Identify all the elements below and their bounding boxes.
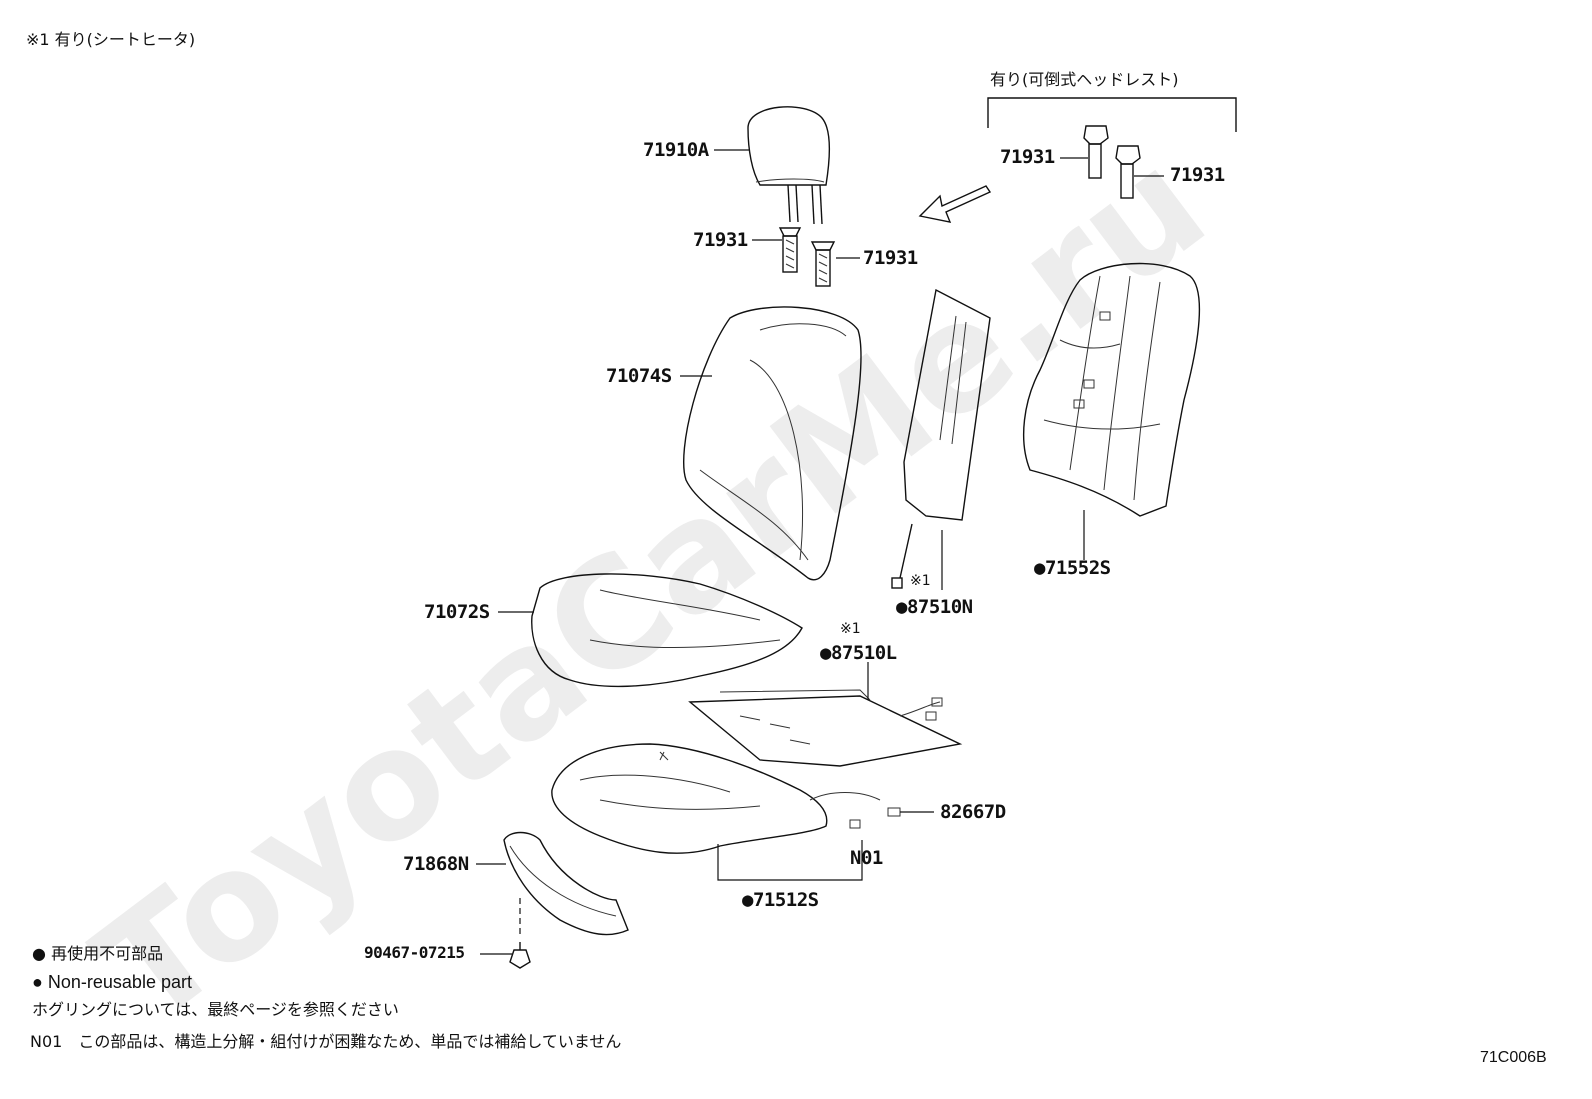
seat-heater-back-drawing <box>891 288 991 590</box>
legend-bullet: ● <box>32 972 43 992</box>
part-label-71868n[interactable]: 71868N <box>403 853 469 875</box>
folding-support-drawing <box>987 97 1237 199</box>
legend-jp: ● 再使用不可部品 <box>32 944 164 963</box>
seatback-pad-drawing <box>1022 262 1201 560</box>
part-label-n01[interactable]: N01 <box>850 847 883 869</box>
headrest-support-drawing <box>778 227 836 287</box>
part-label-87510l[interactable]: ●87510L <box>820 642 897 664</box>
legend-bullet: ● <box>32 944 46 963</box>
headrest-drawing <box>747 106 830 225</box>
part-label-71552s[interactable]: ●71552S <box>1034 557 1111 579</box>
part-label-71931-folding-left[interactable]: 71931 <box>1000 146 1055 168</box>
part-label-87510n[interactable]: ●87510N <box>896 596 973 618</box>
part-label-71074s[interactable]: 71074S <box>606 365 672 387</box>
part-label-90467-07215[interactable]: 90467-07215 <box>364 943 465 962</box>
non-reusable-bullet: ● <box>1034 557 1045 579</box>
part-label-71931-left[interactable]: 71931 <box>693 229 748 251</box>
cushion-shield-drawing <box>503 831 629 938</box>
hog-ring-note: ホグリングについては、最終ページを参照ください <box>32 1000 399 1019</box>
clip-drawing <box>509 942 531 969</box>
svg-text:ToyotaCarMe.ru: ToyotaCarMe.ru <box>67 117 1236 1058</box>
part-label-71072s[interactable]: 71072S <box>424 601 490 623</box>
ref-mark-87510n: ※1 <box>910 573 931 589</box>
non-reusable-bullet: ● <box>742 889 753 911</box>
drawing-code: 71C006B <box>1480 1049 1547 1066</box>
leader-lines <box>476 149 1164 955</box>
non-reusable-bullet: ● <box>896 596 907 618</box>
watermark: ToyotaCarMe.ru <box>67 117 1236 1058</box>
seat-heater-cushion-drawing <box>688 662 963 767</box>
legend-en: ● Non-reusable part <box>32 972 192 992</box>
n01-note: N01 この部品は、構造上分解・組付けが困難なため、単品では補給していません <box>30 1032 622 1051</box>
direction-arrow <box>918 185 992 223</box>
part-label-71931-folding-right[interactable]: 71931 <box>1170 164 1225 186</box>
part-label-71931-right[interactable]: 71931 <box>863 247 918 269</box>
ref-mark-87510l: ※1 <box>840 621 861 637</box>
heater-note: ※1 有り(シートヒータ) <box>26 30 196 49</box>
seatback-cover-drawing <box>683 306 862 581</box>
part-label-71512s[interactable]: ●71512S <box>742 889 819 911</box>
non-reusable-bullet: ● <box>820 642 831 664</box>
part-label-71910a[interactable]: 71910A <box>643 139 709 161</box>
folding-headrest-note: 有り(可倒式ヘッドレスト) <box>990 70 1179 89</box>
part-label-82667d[interactable]: 82667D <box>940 801 1006 823</box>
cushion-cover-drawing <box>531 573 803 688</box>
